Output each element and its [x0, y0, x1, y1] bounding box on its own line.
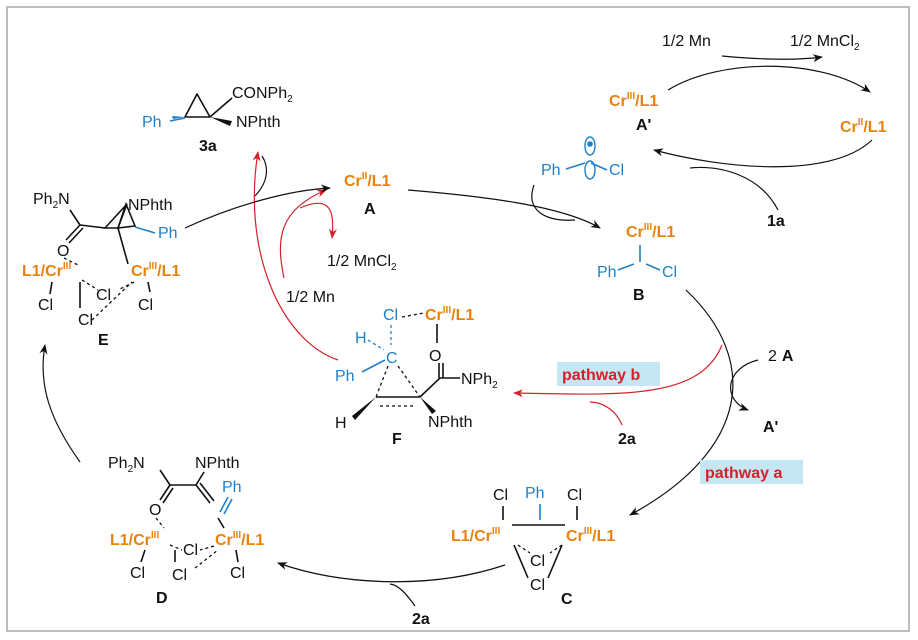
mn-label-top: 1/2 Mn — [662, 33, 711, 50]
C-cl-top-left: Cl — [493, 487, 508, 504]
label-3a: 3a — [199, 138, 217, 155]
E-cl-3: Cl — [78, 312, 93, 329]
radical-ph: Ph — [541, 162, 561, 179]
intermediate-C: Cl Ph Cl L1/CrIII CrIII/L1 Cl Cl C — [451, 485, 615, 608]
C-ph: Ph — [525, 485, 545, 502]
pathway-a-label: pathway a — [705, 465, 782, 482]
F-H-top: H — [355, 330, 367, 347]
E-to-A-arrow — [184, 184, 331, 229]
criii-l1-E: CrIII/L1 — [131, 261, 180, 280]
A-to-B-arrow — [407, 189, 601, 229]
product-3a: Ph CONPh2 NPhth 3a — [142, 85, 293, 155]
label-1a: 1a — [767, 213, 785, 230]
label-C: C — [561, 591, 573, 608]
3a-ph: Ph — [142, 114, 162, 131]
F-ph: Ph — [335, 368, 355, 385]
label-2a-b: 2a — [618, 431, 636, 448]
mn-reduction-block: 1/2 Mn 1/2 MnCl2 CrIII/L1 A' CrII/L1 — [609, 33, 887, 168]
E-O: O — [57, 243, 69, 260]
D-nphth: NPhth — [195, 455, 239, 472]
C-cl-bridge-1: Cl — [530, 553, 545, 570]
benzyl-radical: Ph Cl — [541, 136, 624, 180]
pathway-b-label: pathway b — [562, 367, 640, 384]
crii-to-criii-arrow — [653, 139, 873, 168]
crii-l1-A: CrII/L1 — [344, 171, 391, 190]
F-C: C — [386, 350, 398, 367]
D-O: O — [149, 502, 161, 519]
B-cl: Cl — [662, 264, 677, 281]
2A-to-A-prime-arrow — [730, 359, 759, 411]
radical-cl: Cl — [609, 162, 624, 179]
D-ph: Ph — [222, 479, 242, 496]
2a-feed-b — [589, 401, 623, 426]
E-ph: Ph — [158, 225, 178, 242]
B-ph: Ph — [597, 264, 617, 281]
E-ph2n: Ph2N — [33, 191, 70, 211]
D-cl-3: Cl — [172, 567, 187, 584]
F-to-3a-arrow — [252, 151, 339, 361]
C-cl-bridge-2: Cl — [530, 577, 545, 594]
intermediate-D: Ph2N NPhth O Ph L1/CrIII CrIII/L1 Cl Cl … — [108, 455, 264, 607]
l1-criii-D: L1/CrIII — [110, 530, 159, 549]
radical-dot — [587, 141, 593, 147]
criii-to-crii-arrow — [667, 65, 871, 93]
label-2a-a: 2a — [412, 611, 430, 628]
criii-l1-C: CrIII/L1 — [566, 526, 615, 545]
3a-nphth: NPhth — [236, 114, 280, 131]
E-cl-1: Cl — [38, 297, 53, 314]
C-to-D-arrow — [277, 562, 506, 583]
F-O: O — [429, 348, 441, 365]
E-cl-2: Cl — [96, 287, 111, 304]
D-ph2n: Ph2N — [108, 455, 145, 475]
criii-l1-B: CrIII/L1 — [626, 222, 675, 241]
label-A-prime: A' — [636, 117, 651, 134]
to-mncl2-arrow — [299, 202, 337, 239]
mncl2-label-top: 1/2 MnCl2 — [790, 33, 860, 53]
criii-l1-F: CrIII/L1 — [425, 305, 474, 324]
pathway-a-box — [700, 460, 803, 484]
label-A-prime-2: A' — [763, 419, 778, 436]
F-nphth: NPhth — [428, 414, 472, 431]
C-cl-top-right: Cl — [567, 487, 582, 504]
D-to-E-arrow — [39, 344, 81, 463]
B-to-C-arrow — [629, 289, 734, 516]
3a-conph2: CONPh2 — [232, 85, 293, 105]
p-orbital-bottom — [584, 160, 596, 180]
crii-l1-topright: CrII/L1 — [840, 117, 887, 136]
figure-frame — [6, 6, 910, 632]
pathway-b-box — [557, 362, 660, 386]
D-cl-1: Cl — [183, 542, 198, 559]
label-B: B — [633, 287, 645, 304]
criii-l1-D: CrIII/L1 — [215, 530, 264, 549]
mncl2-label-center: 1/2 MnCl2 — [327, 253, 397, 273]
D-cl-4: Cl — [230, 565, 245, 582]
F-cl: Cl — [383, 307, 398, 324]
2a-feed-a — [389, 583, 416, 607]
E-nphth: NPhth — [128, 197, 172, 214]
intermediate-B: CrIII/L1 Ph Cl B — [597, 222, 677, 304]
intermediate-E: Ph2N O NPhth Ph L1/CrIII CrIII/L1 Cl Cl … — [22, 191, 180, 349]
label-E: E — [98, 332, 109, 349]
l1-criii-E: L1/CrIII — [22, 261, 71, 280]
mn-to-A-arrow — [279, 189, 327, 279]
E-cl-4: Cl — [138, 297, 153, 314]
1a-feed-line — [689, 166, 779, 211]
label-F: F — [392, 431, 402, 448]
radical-to-B-line — [531, 184, 576, 221]
E-to-3a-line — [254, 155, 267, 197]
pathway-b-arrow — [513, 344, 723, 398]
mn-label-center: 1/2 Mn — [286, 289, 335, 306]
D-cl-2: Cl — [130, 565, 145, 582]
label-D: D — [156, 590, 168, 607]
F-H-bottom: H — [335, 415, 347, 432]
label-A: A — [364, 201, 376, 218]
mn-to-mncl2-arrow — [721, 54, 823, 63]
F-nph2: NPh2 — [461, 371, 498, 391]
criii-l1-topright: CrIII/L1 — [609, 91, 658, 110]
intermediate-F: Cl CrIII/L1 O H C Ph H NPh2 NPhth F — [335, 305, 498, 448]
p-orbital-top — [584, 136, 596, 156]
l1-criii-C: L1/CrIII — [451, 526, 500, 545]
